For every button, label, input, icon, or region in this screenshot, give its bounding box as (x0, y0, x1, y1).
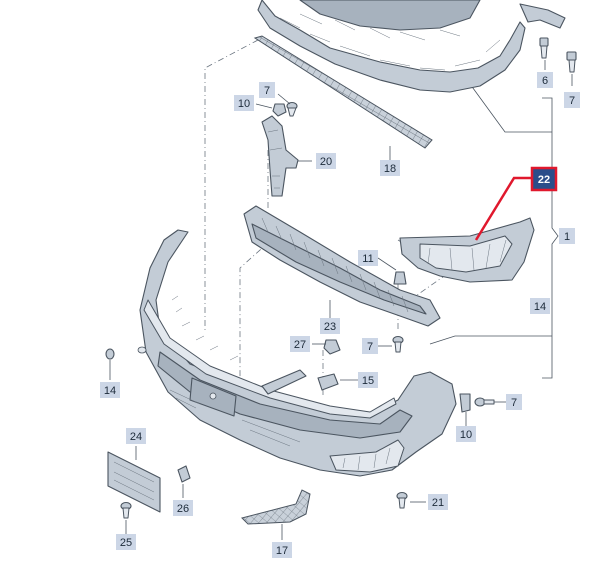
clip-part-26 (177, 465, 191, 498)
svg-text:7: 7 (264, 85, 270, 97)
callout-7-mid: 7 (362, 338, 378, 354)
callout-1: 1 (559, 228, 575, 244)
svg-text:6: 6 (542, 75, 548, 87)
bolt-6 (539, 37, 549, 70)
callout-6: 6 (537, 72, 553, 88)
callout-23: 23 (320, 318, 340, 334)
fog-grille-part-22 (399, 217, 535, 283)
svg-text:24: 24 (130, 431, 142, 443)
svg-text:18: 18 (384, 163, 396, 175)
callout-14-right: 14 (530, 298, 550, 314)
clip-part-11 (377, 257, 407, 285)
svg-text:7: 7 (511, 397, 517, 409)
side-bracket-part-20 (261, 115, 312, 197)
group-bracket-1 (429, 83, 559, 379)
svg-text:26: 26 (177, 503, 189, 515)
svg-text:11: 11 (362, 253, 373, 265)
svg-text:22: 22 (538, 174, 550, 186)
callout-15: 15 (358, 372, 378, 388)
impact-absorber-part-23 (243, 205, 441, 327)
bumper-carrier-upper (257, 0, 566, 93)
callout-17: 17 (272, 542, 292, 558)
svg-text:15: 15 (362, 375, 374, 387)
plug-part-14-left (105, 348, 115, 380)
screw-part-25 (120, 501, 132, 534)
callout-11: 11 (358, 250, 378, 266)
callout-24: 24 (126, 428, 146, 444)
callout-14-left: 14 (100, 382, 120, 398)
callout-25: 25 (116, 534, 136, 550)
svg-text:7: 7 (569, 95, 575, 107)
screw-part-21 (396, 491, 426, 509)
callout-7-upper: 7 (259, 82, 275, 98)
highlight-leader (474, 176, 532, 241)
screw-7-right (474, 397, 506, 407)
svg-text:17: 17 (276, 545, 288, 557)
svg-text:27: 27 (294, 339, 306, 351)
clip-10-right (459, 393, 471, 426)
tow-cover-part-15 (317, 373, 358, 391)
svg-text:25: 25 (120, 537, 132, 549)
svg-text:23: 23 (324, 321, 336, 333)
svg-text:14: 14 (534, 301, 546, 313)
upper-grille-part-18 (253, 35, 433, 160)
svg-text:7: 7 (367, 341, 373, 353)
svg-text:10: 10 (460, 429, 472, 441)
bolt-7-top (566, 51, 577, 86)
screw-7-upper (277, 93, 298, 117)
callout-27: 27 (290, 336, 310, 352)
plate-holder-part-24 (107, 446, 161, 513)
callout-10-upper: 10 (234, 95, 254, 111)
bumper-cover (137, 229, 457, 477)
callout-7-right: 7 (506, 394, 522, 410)
callout-10-right: 10 (456, 426, 476, 442)
clip-10-upper (255, 103, 287, 117)
svg-text:14: 14 (104, 385, 116, 397)
clip-part-27 (312, 339, 341, 355)
callout-26: 26 (173, 500, 193, 516)
screw-7-mid (378, 335, 404, 353)
callout-7-top: 7 (564, 92, 580, 108)
lower-grille-part-17 (241, 489, 311, 540)
svg-text:1: 1 (564, 231, 570, 243)
callout-21: 21 (428, 494, 448, 510)
callout-18: 18 (380, 160, 400, 176)
svg-text:10: 10 (238, 98, 250, 110)
svg-text:20: 20 (320, 156, 332, 168)
svg-text:21: 21 (432, 497, 444, 509)
callout-22-highlighted: 22 (530, 166, 558, 192)
callout-20: 20 (316, 153, 336, 169)
